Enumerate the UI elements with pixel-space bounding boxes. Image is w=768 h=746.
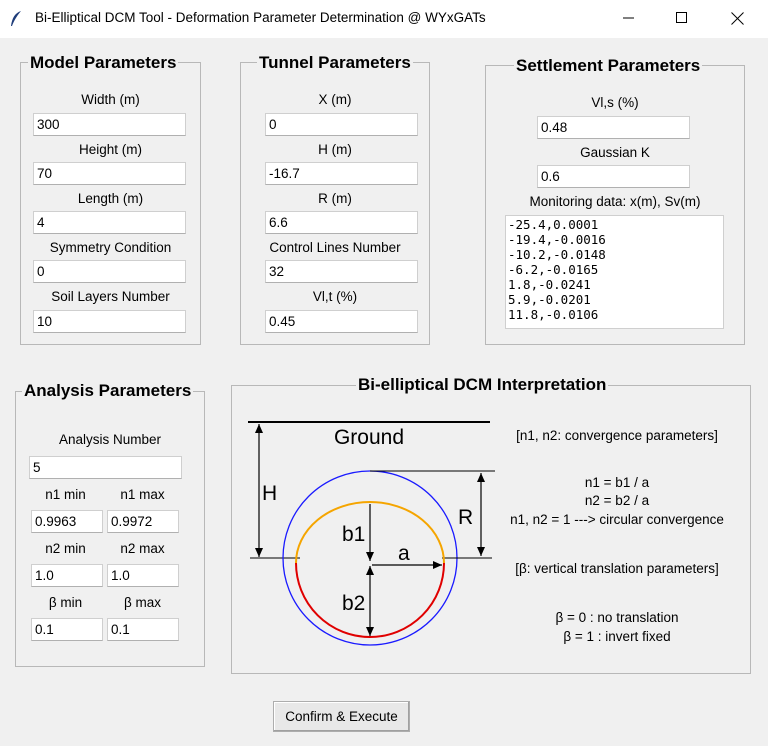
translation-note: [β: vertical translation parameters]	[515, 561, 719, 576]
h-arrow-down-icon	[255, 548, 263, 557]
beta-max-input[interactable]	[107, 618, 179, 641]
h-label: H (m)	[318, 142, 352, 157]
r-arrow-up-icon	[477, 473, 485, 482]
control-lines-label: Control Lines Number	[269, 240, 401, 255]
close-button[interactable]	[714, 0, 760, 36]
a-arrow-icon	[433, 561, 442, 569]
n2-equation: n2 = b2 / a	[584, 493, 650, 508]
upper-ellipse-arc	[295, 501, 445, 564]
minimize-icon	[623, 17, 634, 19]
window-title: Bi-Elliptical DCM Tool - Deformation Par…	[35, 10, 486, 25]
beta-one-note: β = 1 : invert fixed	[563, 629, 671, 644]
monitoring-line: 1.8,-0.0241	[508, 277, 591, 292]
analysis-number-input[interactable]	[29, 456, 182, 479]
vlt-input[interactable]	[265, 310, 418, 333]
x-input[interactable]	[265, 113, 418, 136]
length-input[interactable]	[33, 211, 186, 234]
vls-input[interactable]	[537, 116, 690, 139]
soil-layers-label: Soil Layers Number	[51, 289, 170, 304]
b1-dim-label: b1	[342, 523, 365, 546]
minimize-button[interactable]	[606, 0, 652, 36]
monitoring-data-label: Monitoring data: x(m), Sv(m)	[529, 194, 701, 209]
x-label: X (m)	[318, 92, 352, 107]
soil-layers-input[interactable]	[33, 310, 186, 333]
symmetry-condition-label: Symmetry Condition	[49, 240, 172, 255]
length-label: Length (m)	[77, 191, 144, 206]
r-dim-label: R	[458, 506, 473, 529]
control-lines-input[interactable]	[265, 260, 418, 283]
gaussian-k-label: Gaussian K	[580, 145, 650, 160]
vlt-label: Vl,t (%)	[312, 289, 358, 304]
settlement-parameters-legend: Settlement Parameters	[514, 56, 703, 76]
n1-max-label: n1 max	[120, 487, 165, 502]
r-label: R (m)	[318, 191, 352, 206]
b1-arrow-icon	[366, 552, 374, 561]
b2-dim-label: b2	[342, 592, 365, 615]
maximize-icon	[676, 12, 687, 23]
tunnel-parameters-legend: Tunnel Parameters	[257, 53, 413, 73]
h-arrow-up-icon	[255, 424, 263, 433]
beta-min-input[interactable]	[31, 618, 103, 641]
n1-max-input[interactable]	[107, 510, 179, 533]
b2-arrow-down-icon	[366, 627, 374, 636]
model-parameters-legend: Model Parameters	[28, 53, 179, 73]
r-arrow-down-icon	[477, 547, 485, 556]
monitoring-line: 5.9,-0.0201	[508, 292, 591, 307]
gaussian-k-input[interactable]	[537, 165, 690, 188]
monitoring-line: 11.8,-0.0106	[508, 307, 599, 322]
width-input[interactable]	[33, 113, 186, 136]
monitoring-line: -19.4,-0.0016	[508, 232, 606, 247]
h-dim-label: H	[262, 482, 277, 505]
monitoring-line: -10.2,-0.0148	[508, 247, 606, 262]
n2-min-input[interactable]	[31, 564, 103, 587]
width-label: Width (m)	[81, 92, 140, 107]
height-label: Height (m)	[78, 142, 142, 157]
a-dim-label: a	[398, 542, 410, 565]
h-input[interactable]	[265, 162, 418, 185]
beta-min-label: β min	[48, 595, 83, 610]
lower-ellipse-arc	[295, 562, 445, 638]
circular-convergence-note: n1, n2 = 1 ---> circular convergence	[510, 512, 724, 527]
close-icon	[730, 11, 744, 25]
analysis-number-label: Analysis Number	[58, 432, 162, 447]
n2-max-input[interactable]	[107, 564, 179, 587]
convergence-note: [n1, n2: convergence parameters]	[516, 428, 718, 443]
n2-min-label: n2 min	[45, 541, 86, 556]
monitoring-line: -6.2,-0.0165	[508, 262, 599, 277]
monitoring-line: -25.4,0.0001	[508, 217, 599, 232]
n1-min-input[interactable]	[31, 510, 103, 533]
ground-label: Ground	[334, 426, 404, 449]
n1-min-label: n1 min	[45, 487, 86, 502]
interpretation-legend: Bi-elliptical DCM Interpretation	[356, 375, 609, 395]
beta-zero-note: β = 0 : no translation	[555, 610, 679, 625]
n1-equation: n1 = b1 / a	[584, 475, 650, 490]
monitoring-data-textbox[interactable]: -25.4,0.0001 -19.4,-0.0016 -10.2,-0.0148…	[505, 215, 724, 329]
feather-icon	[11, 11, 21, 26]
beta-max-label: β max	[123, 595, 162, 610]
analysis-parameters-legend: Analysis Parameters	[22, 381, 194, 401]
vls-label: Vl,s (%)	[591, 95, 639, 110]
maximize-button[interactable]	[659, 0, 705, 36]
height-input[interactable]	[33, 162, 186, 185]
n2-max-label: n2 max	[120, 541, 165, 556]
title-bar: Bi-Elliptical DCM Tool - Deformation Par…	[0, 0, 768, 38]
r-input[interactable]	[265, 211, 418, 234]
b2-arrow-up-icon	[366, 566, 374, 575]
symmetry-condition-input[interactable]	[33, 260, 186, 283]
confirm-execute-button[interactable]: Confirm & Execute	[273, 701, 410, 732]
